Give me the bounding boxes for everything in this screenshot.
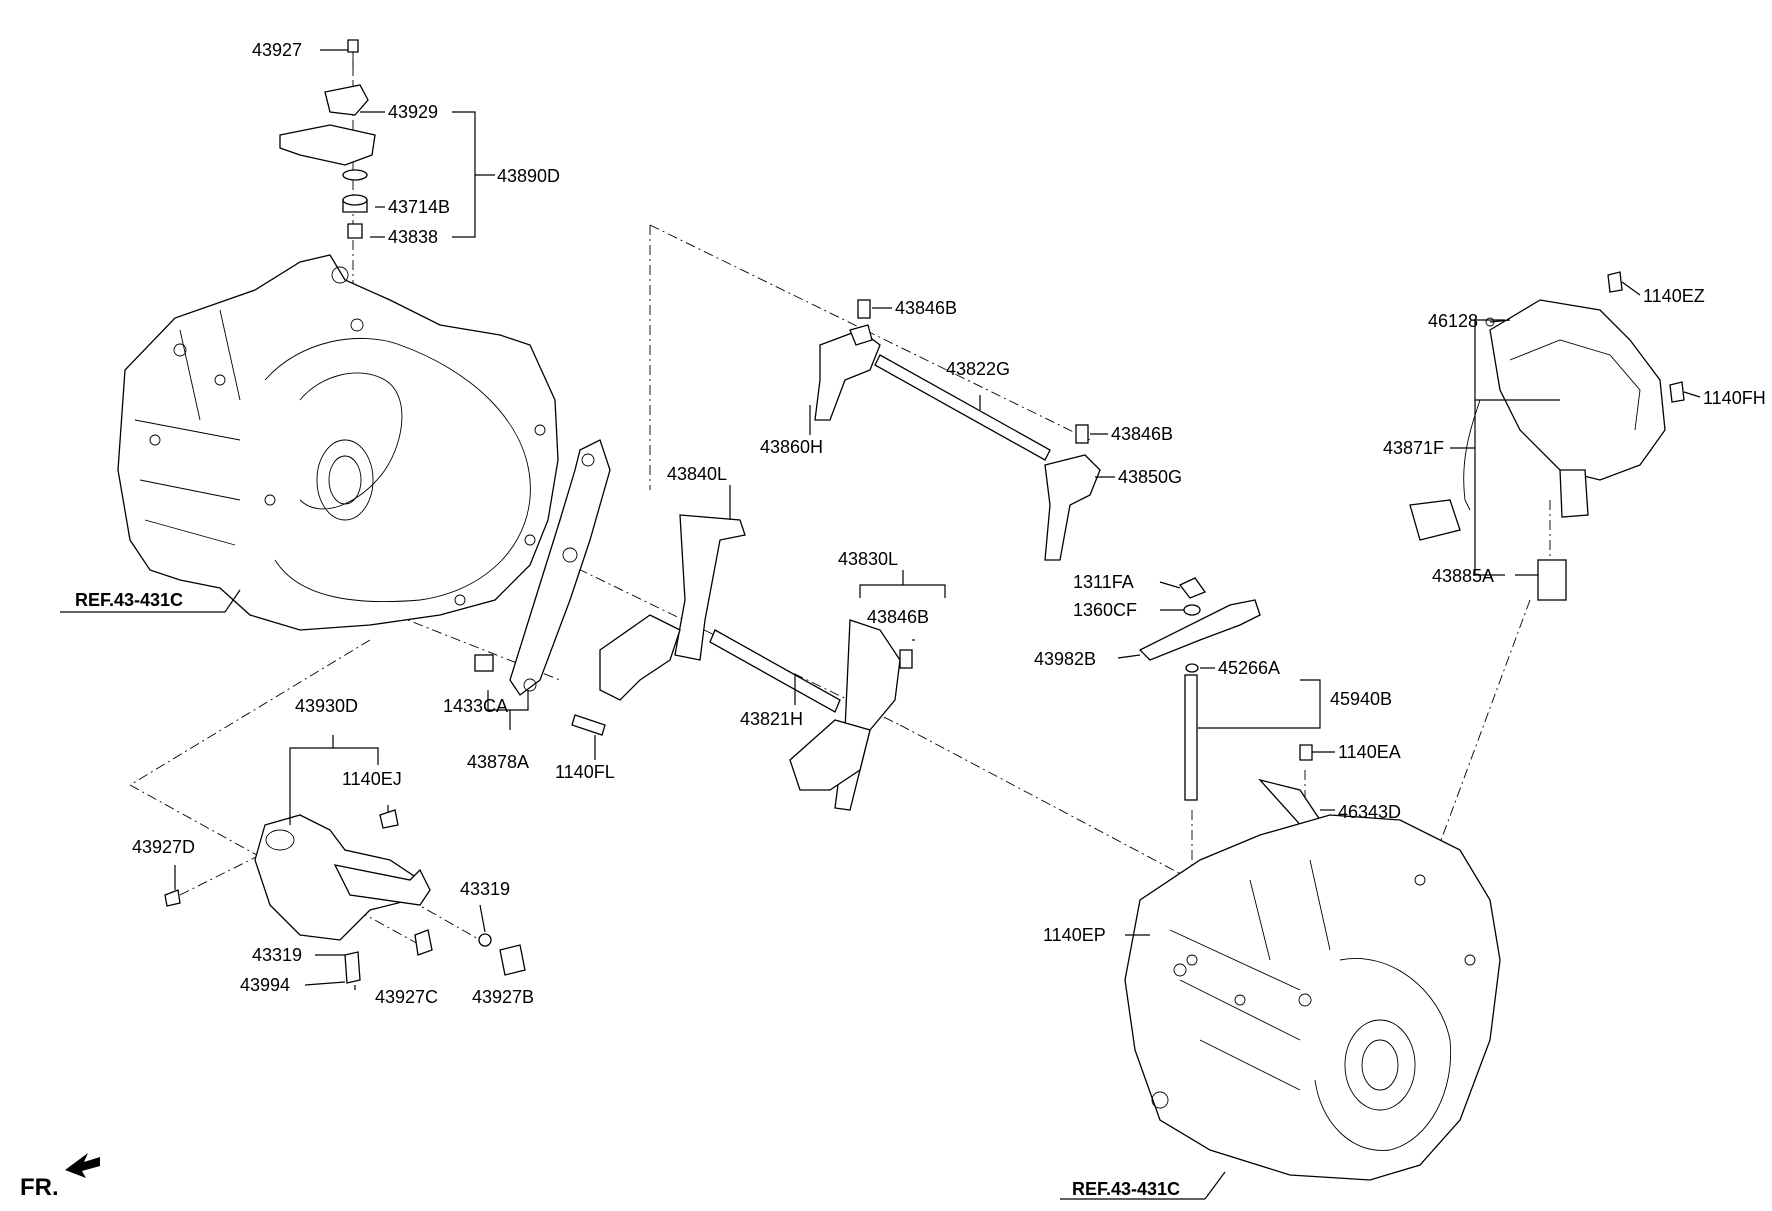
shift-forks (474, 299, 1101, 811)
bracket-stack (279, 39, 376, 239)
part-label-43927B: 43927B (472, 987, 534, 1007)
part-label-1360CF: 1360CF (1073, 600, 1137, 620)
part-label-43821H: 43821H (740, 709, 803, 729)
part-label-1140EJ: 1140EJ (342, 769, 402, 789)
part-label-43846B-mid: 43846B (1111, 424, 1173, 444)
transmission-case-left (117, 254, 559, 631)
part-label-43927C: 43927C (375, 987, 438, 1007)
part-label-43929: 43929 (388, 102, 438, 122)
part-label-43319-left: 43319 (252, 945, 302, 965)
part-label-1140FH: 1140FH (1703, 388, 1766, 408)
part-label-1311FA: 1311FA (1073, 572, 1134, 592)
lever-assembly (164, 809, 526, 984)
part-label-43822G: 43822G (946, 359, 1010, 379)
part-label-43860H: 43860H (760, 437, 823, 457)
part-label-43846B-upper: 43846B (895, 298, 957, 318)
actuator-assembly (1409, 271, 1685, 601)
part-label-43982B: 43982B (1034, 649, 1096, 669)
part-label-43319-right: 43319 (460, 879, 510, 899)
part-labels: 43927 43929 43890D 43714B 43838 43846B 4… (132, 40, 1766, 1007)
part-label-1140EZ: 1140EZ (1643, 286, 1705, 306)
part-label-43927D: 43927D (132, 837, 195, 857)
part-label-43878A: 43878A (467, 752, 529, 772)
front-marker: FR. (20, 1153, 100, 1201)
part-label-43830L: 43830L (838, 549, 898, 569)
part-label-43885A: 43885A (1432, 566, 1494, 586)
front-marker-label: FR. (20, 1174, 59, 1201)
selector-parts (1138, 577, 1321, 831)
reference-label-left: REF.43-431C (75, 590, 183, 610)
part-label-43994: 43994 (240, 975, 290, 995)
part-label-1140EP: 1140EP (1043, 925, 1106, 945)
part-label-1140EA: 1140EA (1338, 742, 1401, 762)
part-label-43846B-lower: 43846B (867, 607, 929, 627)
reference-label-right: REF.43-431C (1072, 1179, 1180, 1199)
leader-lines (60, 49, 1701, 1200)
part-label-43871F: 43871F (1383, 438, 1444, 458)
part-label-43890D: 43890D (497, 166, 560, 186)
transmission-case-right (1124, 814, 1501, 1181)
part-label-43930D: 43930D (295, 696, 358, 716)
part-label-45940B: 45940B (1330, 689, 1392, 709)
part-label-43714B: 43714B (388, 197, 450, 217)
part-label-43838: 43838 (388, 227, 438, 247)
part-label-45266A: 45266A (1218, 658, 1280, 678)
part-label-43927: 43927 (252, 40, 302, 60)
part-label-46343D: 46343D (1338, 802, 1401, 822)
part-label-1140FL: 1140FL (555, 762, 615, 782)
part-label-43840L: 43840L (667, 464, 727, 484)
part-label-43850G: 43850G (1118, 467, 1182, 487)
part-label-1433CA: 1433CA (443, 696, 508, 716)
part-label-46128: 46128 (1428, 311, 1478, 331)
